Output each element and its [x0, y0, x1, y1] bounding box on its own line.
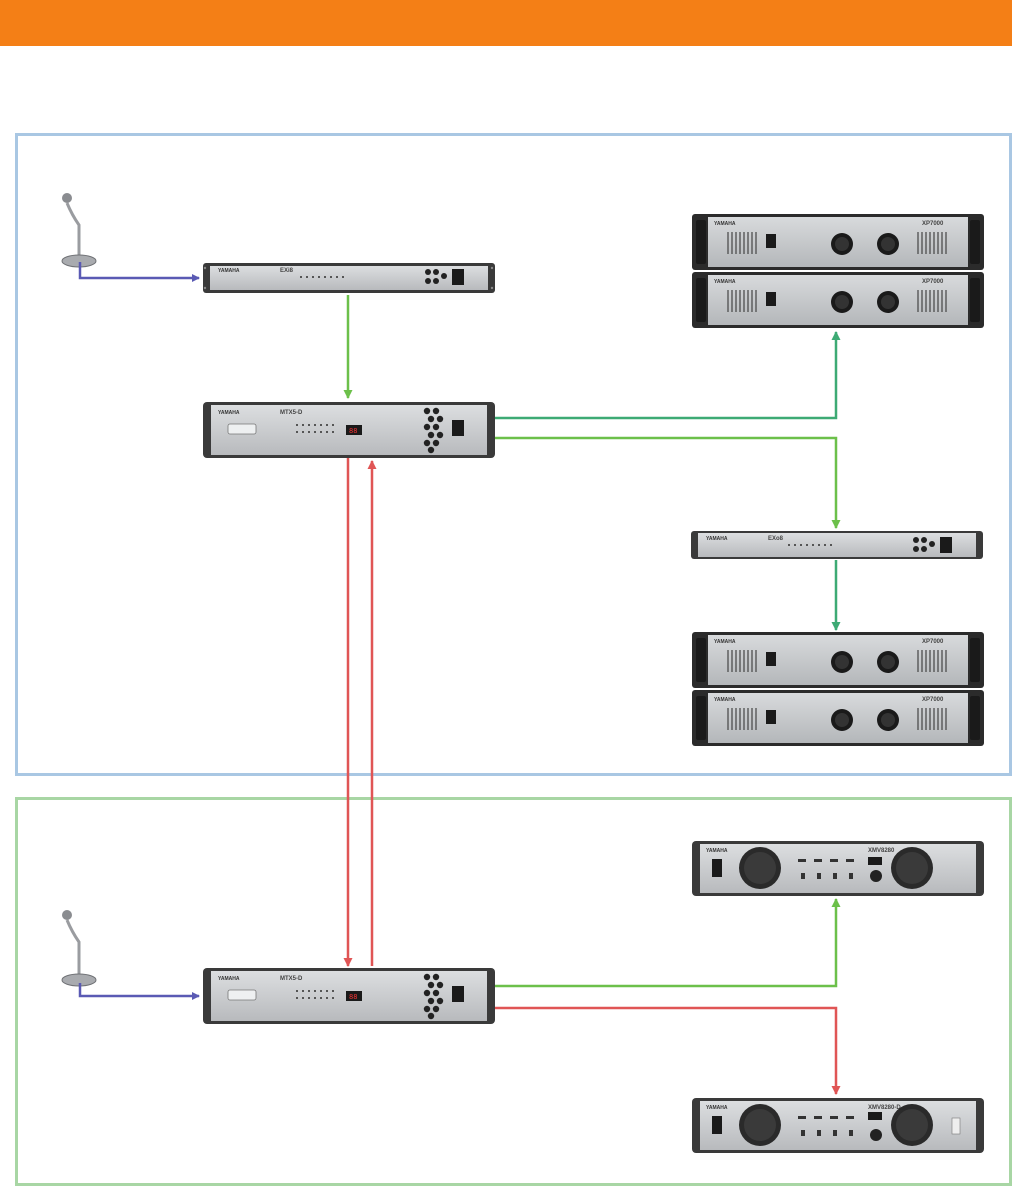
model-label: XMV8280	[868, 848, 895, 854]
svg-text:88: 88	[349, 993, 357, 1001]
model-label: MTX5-D	[280, 410, 303, 416]
mtx5d-device-bottom: YAMAHA MTX5-D 88	[203, 968, 495, 1024]
brand-label: YAMAHA	[714, 279, 736, 285]
xp7000-amplifier: YAMAHA XP7000	[692, 272, 984, 328]
exi8-device: YAMAHA EXi8	[203, 263, 495, 293]
xp7000-amplifier: YAMAHA XP7000	[692, 690, 984, 746]
model-label: EXo8	[768, 536, 784, 542]
brand-label: YAMAHA	[218, 976, 240, 982]
model-label: XP7000	[922, 697, 944, 703]
header-bar	[0, 0, 1012, 46]
brand-label: YAMAHA	[706, 848, 728, 854]
mtx-to-exo-line	[493, 436, 841, 529]
zone-top	[15, 133, 1012, 776]
mtx5d-device-top: YAMAHA MTX5-D 88	[203, 402, 495, 458]
brand-label: YAMAHA	[714, 639, 736, 645]
mic-cable-bottom	[78, 983, 200, 1000]
exo8-device: YAMAHA EXo8	[691, 531, 983, 559]
zone-bottom	[15, 797, 1012, 1186]
model-label: EXi8	[280, 268, 294, 274]
brand-label: YAMAHA	[714, 221, 736, 227]
microphone-icon	[61, 193, 97, 268]
svg-text:88: 88	[349, 427, 357, 435]
model-label: XMV8280-D	[868, 1105, 901, 1111]
xp7000-amplifier: YAMAHA XP7000	[692, 632, 984, 688]
model-label: MTX5-D	[280, 976, 303, 982]
mic-cable-top	[78, 262, 200, 282]
brand-label: YAMAHA	[706, 536, 728, 542]
xmv8280d-amplifier: YAMAHA XMV8280-D	[692, 1098, 984, 1153]
brand-label: YAMAHA	[706, 1105, 728, 1111]
microphone-icon	[61, 910, 97, 987]
mtx-to-xmv1-line	[493, 898, 841, 988]
model-label: XP7000	[922, 279, 944, 285]
xp7000-amplifier: YAMAHA XP7000	[692, 214, 984, 270]
brand-label: YAMAHA	[218, 410, 240, 416]
connections	[78, 262, 841, 1095]
brand-label: YAMAHA	[714, 697, 736, 703]
mtx-to-xmv2-line	[493, 1006, 841, 1095]
brand-label: YAMAHA	[218, 268, 240, 274]
model-label: XP7000	[922, 639, 944, 645]
xmv8280-amplifier: YAMAHA XMV8280	[692, 841, 984, 896]
model-label: XP7000	[922, 221, 944, 227]
mtx-to-amp-line	[493, 331, 841, 420]
